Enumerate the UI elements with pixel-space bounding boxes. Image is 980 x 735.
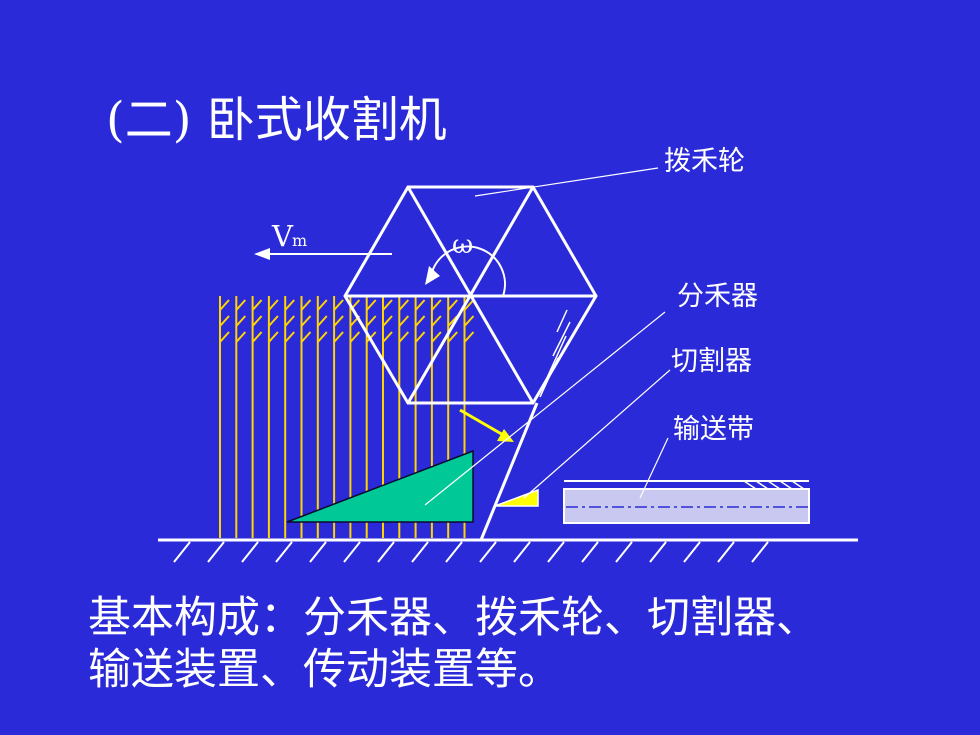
crop-leaf [333,315,344,327]
crop-leaf [219,299,230,311]
crop-leaf [219,315,230,327]
crop-leaf [284,299,295,311]
summary-line-2: 输送装置、传动装置等。 [88,645,561,695]
summary-line-1: 基本构成：分禾器、拨禾轮、切割器、 [88,593,819,643]
crop-leaf [300,315,312,327]
velocity-subscript: m [292,231,307,250]
ground-hatch [751,541,769,563]
crop-leaf [333,331,344,343]
rotation-arrowhead [425,266,440,285]
crop-leaf [447,299,458,311]
ground-hatch [615,541,633,563]
ground-hatch [411,541,429,563]
crop-leaf [300,299,312,311]
crop-leaf [398,299,410,311]
crop-leaf [268,331,279,343]
ground-hatching [173,541,769,563]
ground-hatch [309,541,327,563]
leader-lines [424,167,671,506]
crop-leaf [382,299,393,311]
conveyor-label: 输送带 [673,414,754,445]
crop-leaf [431,299,442,311]
crop-leaf [268,299,279,311]
ground-hatch [581,541,599,563]
push-arrow [459,408,506,438]
crop-leaf [349,331,361,343]
rotation-arrow [431,245,506,297]
ground-hatch [547,541,565,563]
crop-leaf [284,315,295,327]
ground-hatch [445,541,463,563]
ground-hatch [377,541,395,563]
crop-leaf [235,331,247,343]
crop-leaf [251,299,263,311]
crop-leaf [365,331,377,343]
crop-leaf [398,331,410,343]
crop-leaf [431,331,442,343]
divider-label: 分禾器 [677,281,758,312]
ground-hatch [275,541,293,563]
crop-leaf [333,299,344,311]
cutter-knife [494,488,539,507]
crop-leaf [463,331,475,343]
crop-leaf [365,315,377,327]
crop-leaf [268,315,279,327]
velocity-arrowhead [254,248,270,260]
crop-leaf [463,299,475,311]
cutter-label: 切割器 [671,346,752,377]
crop-leaf [382,331,393,343]
crop-leaf [463,315,475,327]
crop-leaf [414,299,426,311]
crop-leaf [235,299,247,311]
crop-leaf [300,331,312,343]
crop-leaf [317,299,328,311]
header-frame [479,402,539,541]
crop-leaf [365,299,377,311]
ground-hatch [207,541,225,563]
ground-hatch [479,541,497,563]
conveyor-slats [743,480,805,490]
velocity-label: V [271,219,294,253]
crop-leaf [251,331,263,343]
conveyor-belt [563,488,810,524]
summary-text: 基本构成：分禾器、拨禾轮、切割器、 输送装置、传动装置等。 [88,592,948,696]
ground-hatch [649,541,667,563]
crop-leaf [447,331,458,343]
crop-leaf [382,315,393,327]
crop-leaf [235,315,247,327]
divider-wedge [286,449,474,523]
push-arrowhead [497,429,514,442]
crop-leaf [398,315,410,327]
crop-leaf [414,315,426,327]
crop-leaf [317,315,328,327]
crop-leaf [251,315,263,327]
ground-hatch [683,541,701,563]
crop-leaf [317,331,328,343]
crop-leaf [431,315,442,327]
crop-leaf [414,331,426,343]
omega-label: ω [452,230,473,260]
ground-hatch [241,541,259,563]
ground-hatch [717,541,735,563]
page-title: (二) 卧式收割机 [106,92,447,148]
crop-leaf [284,331,295,343]
crop-leaf [219,331,230,343]
ground-hatch [343,541,361,563]
ground-hatch [173,541,191,563]
reel-label: 拨禾轮 [664,146,745,177]
frame-hatching [539,309,571,398]
ground-hatch [513,541,531,563]
